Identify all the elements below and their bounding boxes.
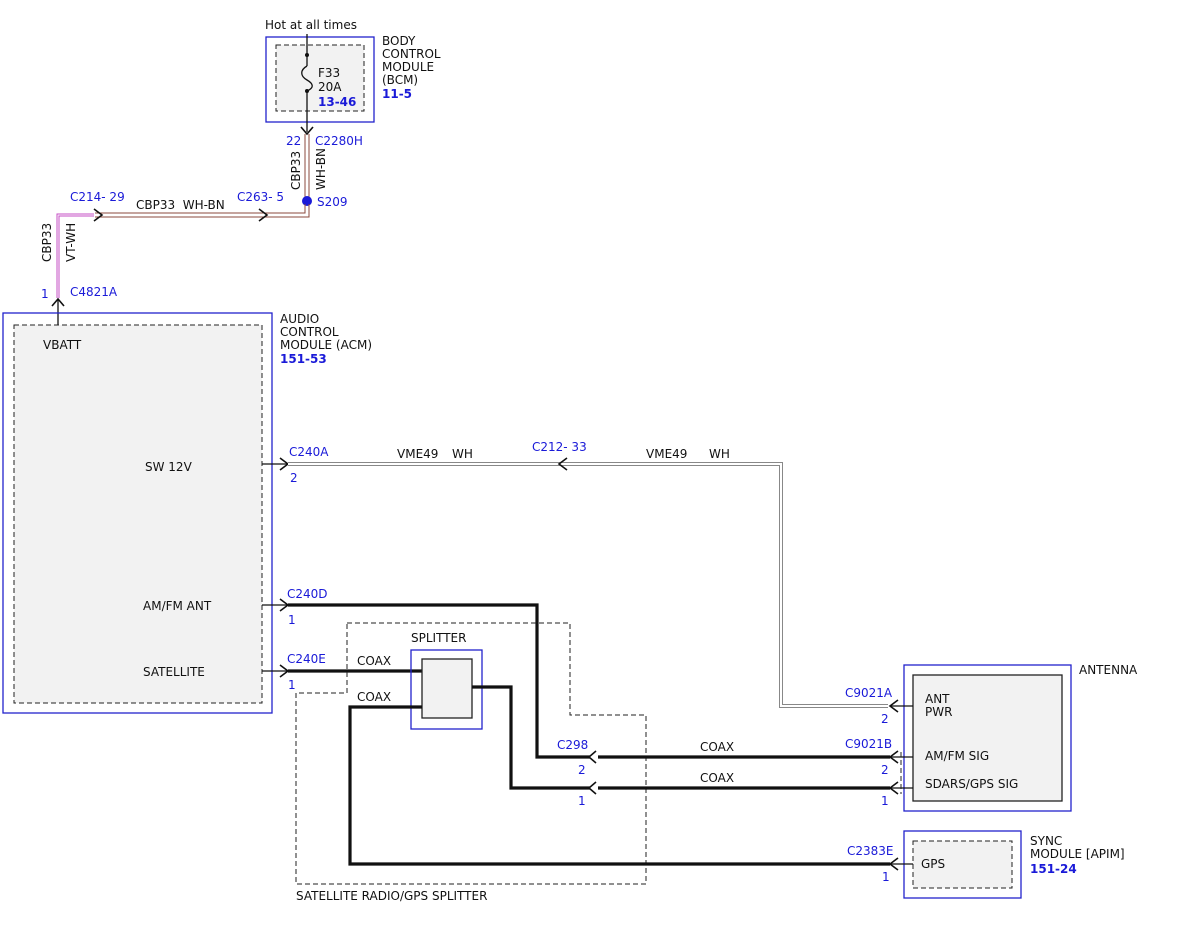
bcm-title-line-2: CONTROL (382, 47, 441, 61)
c263-connector-arrow (258, 208, 269, 222)
c240e-pin: 1 (288, 678, 296, 692)
acm-title-line-1: AUDIO (280, 312, 319, 326)
bcm-title-line-3: MODULE (382, 60, 434, 74)
c298-connector-arrow-bot (587, 781, 597, 795)
acm-pin-sw12v: SW 12V (145, 460, 193, 474)
wire-coax-splitter-sdars (472, 685, 590, 790)
s209-label: S209 (317, 195, 348, 209)
wire-cbp33-wh-bn-horizontal-label: CBP33 WH-BN (136, 198, 225, 212)
splitter-assembly-label: SATELLITE RADIO/GPS SPLITTER (296, 889, 487, 903)
antenna-title: ANTENNA (1079, 663, 1138, 677)
c9021b-connector-arrow-bot (888, 781, 899, 795)
sync-title-line-1: SYNC (1030, 834, 1062, 848)
splitter-assembly-outline (295, 622, 647, 885)
sync-title-line-2: MODULE [APIM] (1030, 847, 1125, 861)
c2383e-connector-arrow (888, 857, 899, 871)
c298-connector-arrow-top (587, 750, 597, 764)
wire-coax-label-sat: COAX (357, 654, 391, 668)
antenna-inner-box (912, 674, 1063, 802)
acm-title-line-2: CONTROL (280, 325, 339, 339)
wire-vt-wh-core (57, 214, 94, 298)
c4821a-label: C4821A (70, 285, 118, 299)
c9021a-pin: 2 (881, 712, 889, 726)
s209-splice-dot (302, 196, 312, 206)
antenna-pin-pwr: PWR (925, 705, 952, 719)
fuse-rating: 20A (318, 80, 342, 94)
c9021b-label: C9021B (845, 737, 892, 751)
splitter-label: SPLITTER (411, 631, 466, 645)
antenna-pin-amfm: AM/FM SIG (925, 749, 989, 763)
wire-cbp33-vt-label: CBP33 (40, 223, 54, 262)
wire-wh-label-2: WH (709, 447, 730, 461)
antenna-module-box (903, 664, 1072, 812)
acm-pin-amfm: AM/FM ANT (143, 599, 212, 613)
sync-ref: 151-24 (1030, 862, 1077, 876)
acm-ref: 151-53 (280, 352, 327, 366)
c4821a-pin: 1 (41, 287, 49, 301)
c298-pin-top: 2 (578, 763, 586, 777)
wire-coax-label-amfm: COAX (700, 740, 734, 754)
wire-vme49-label-2: VME49 (646, 447, 687, 461)
c240e-label: C240E (287, 652, 326, 666)
wire-cbp33-vertical-label: CBP33 (289, 151, 303, 190)
wire-vt-wh-label: VT-WH (64, 223, 78, 262)
acm-title-line-3: MODULE (ACM) (280, 338, 372, 352)
wire-coax-splitter-gps (348, 705, 890, 866)
antenna-pin-sdars: SDARS/GPS SIG (925, 777, 1018, 791)
c2280h-connector-arrow (300, 126, 314, 136)
bcm-module-box (265, 36, 375, 123)
fuse-icon (301, 65, 313, 92)
c263-label: C263- 5 (237, 190, 284, 204)
wire-coax-label-sdars: COAX (700, 771, 734, 785)
c298-label: C298 (557, 738, 588, 752)
antenna-pin-ant: ANT (925, 692, 950, 706)
wire-wh-label-1: WH (452, 447, 473, 461)
bcm-ref: 11-5 (382, 87, 412, 101)
fuse-name: F33 (318, 66, 340, 80)
c9021b-connector-arrow-top (888, 750, 899, 764)
c2383e-label: C2383E (847, 844, 894, 858)
c214-label: C214- 29 (70, 190, 125, 204)
fuse-terminal-top (305, 53, 309, 57)
c214-connector-arrow (93, 208, 104, 222)
wire-coax-label-gps: COAX (357, 690, 391, 704)
c9021a-label: C9021A (845, 686, 893, 700)
sync-inner-box (912, 840, 1013, 889)
c2280h-label: C2280H (315, 134, 363, 148)
bcm-fuse-box (275, 44, 365, 112)
c212-connector-arrow (557, 457, 568, 471)
bcm-title-line-4: (BCM) (382, 73, 418, 87)
c240a-label: C240A (289, 445, 329, 459)
acm-inner-box (13, 324, 263, 704)
hot-at-all-times-label: Hot at all times (265, 18, 357, 32)
acm-module-box (2, 312, 273, 714)
c9021b-pin-bot: 1 (881, 794, 889, 808)
c2280h-pin: 22 (286, 134, 301, 148)
c240d-label: C240D (287, 587, 328, 601)
c240a-pin: 2 (290, 471, 298, 485)
sync-pin-gps: GPS (921, 857, 945, 871)
wire-coax-amfm (288, 603, 590, 759)
acm-pin-vbatt: VBATT (43, 338, 82, 352)
c212-label: C212- 33 (532, 440, 587, 454)
c240d-pin: 1 (288, 613, 296, 627)
splitter-module-box (410, 649, 483, 730)
fuse-ref: 13-46 (318, 95, 356, 109)
c298-pin-bot: 1 (578, 794, 586, 808)
c2383e-pin: 1 (882, 870, 890, 884)
wire-wh-bn-vertical-label: WH-BN (314, 148, 328, 190)
wire-wh-bn-corner (95, 204, 310, 218)
acm-pin-satellite: SATELLITE (143, 665, 205, 679)
bcm-title-line-1: BODY (382, 34, 416, 48)
c9021a-connector-arrow (888, 699, 899, 713)
wire-vme49-wh-core (288, 463, 888, 707)
wire-vme49-label-1: VME49 (397, 447, 438, 461)
splitter-inner-box (421, 658, 473, 719)
c9021b-pin-top: 2 (881, 763, 889, 777)
